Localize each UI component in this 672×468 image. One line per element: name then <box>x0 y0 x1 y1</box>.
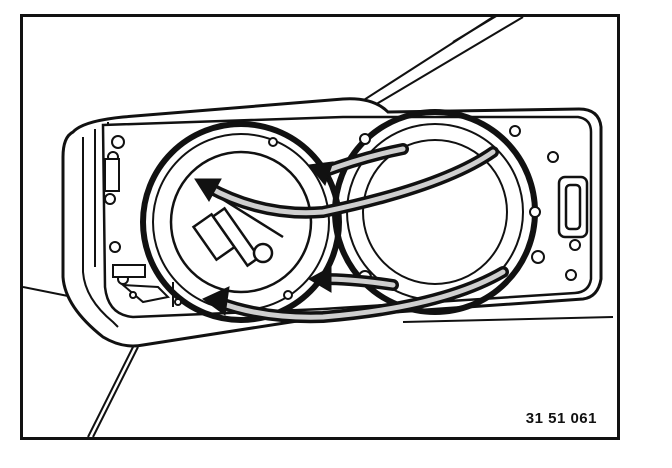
right-lamp-ring <box>332 109 538 315</box>
lower-bracket <box>112 264 182 307</box>
figure-number: 31 51 061 <box>525 410 597 427</box>
bulb-holder <box>191 195 284 268</box>
arrowheads <box>194 161 334 316</box>
headlight-housing-illustration <box>23 17 614 437</box>
background-body-lines <box>23 17 614 437</box>
figure-frame: 31 51 061 <box>20 14 620 440</box>
upper-bracket <box>104 135 125 192</box>
adjuster-slot <box>557 175 589 239</box>
